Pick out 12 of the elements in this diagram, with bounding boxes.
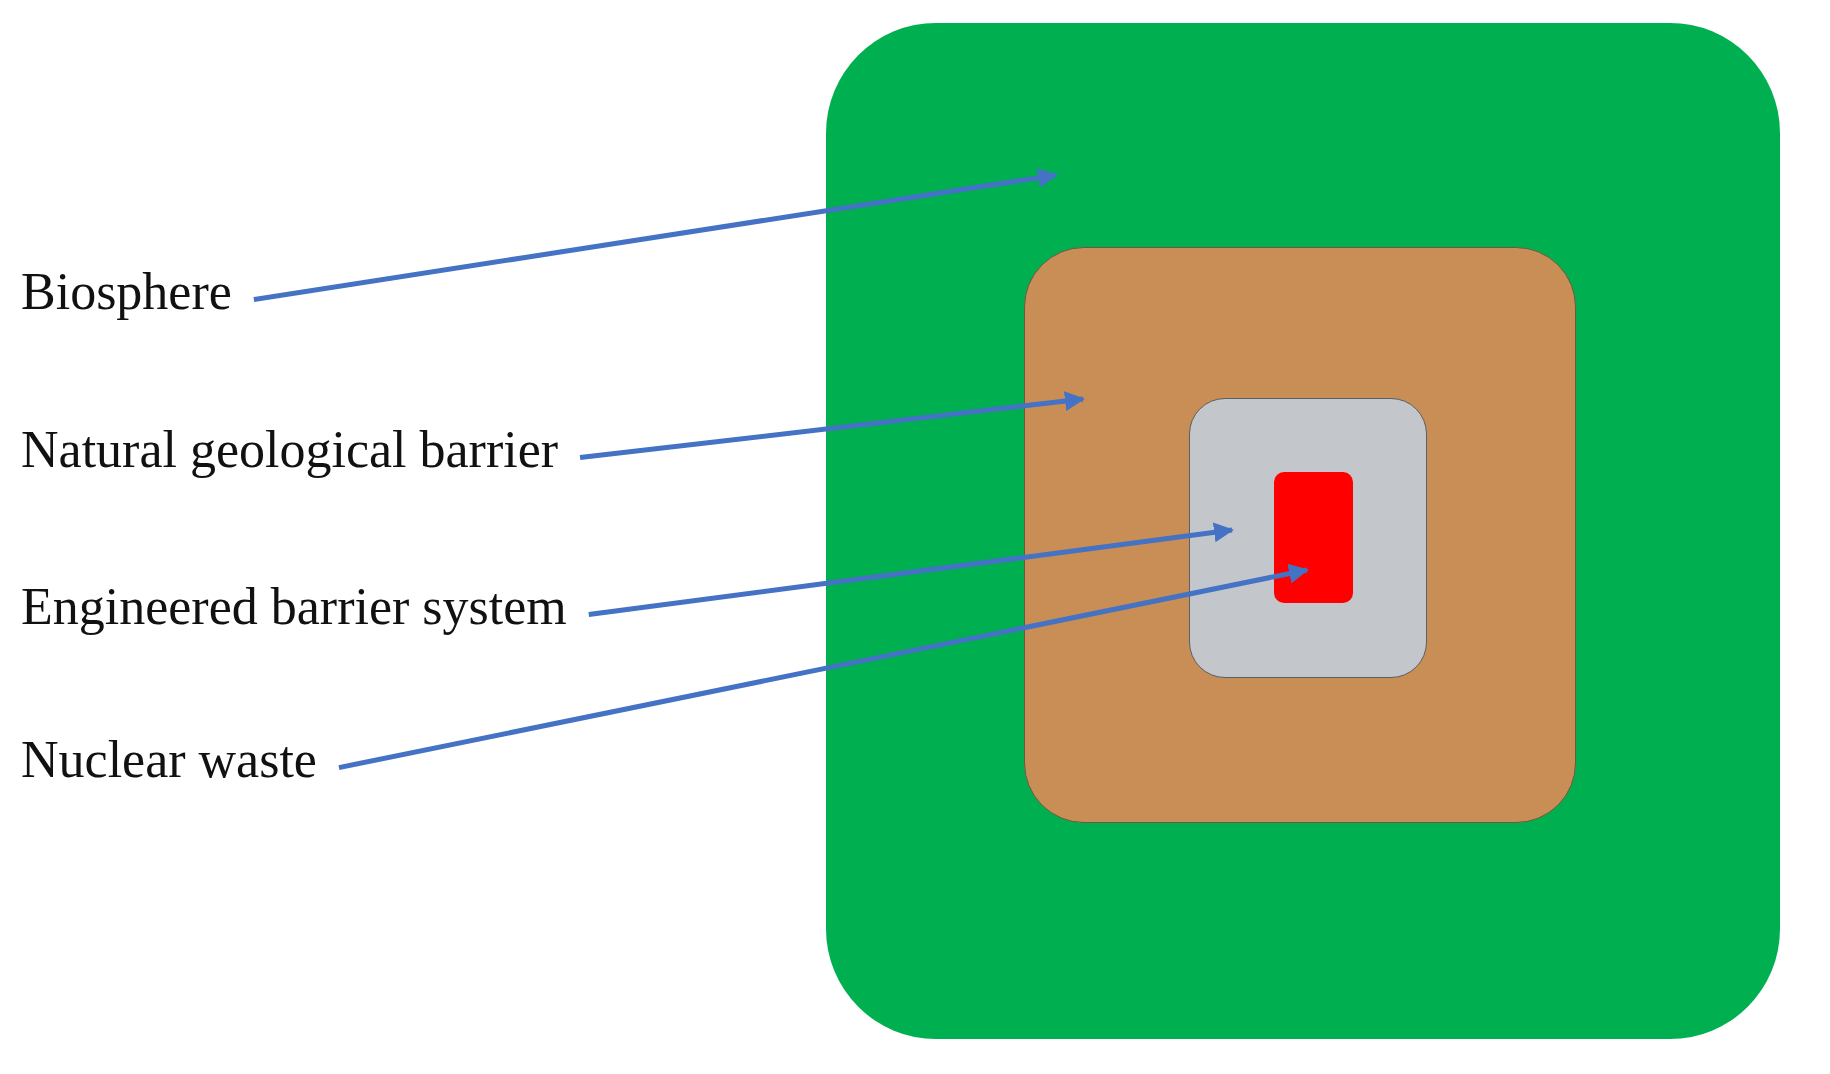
leader-line: [338, 563, 1309, 771]
leader-line: [253, 167, 1058, 303]
layer-label: Natural geological barrier: [21, 421, 559, 479]
engineered-barrier-zone: [1189, 398, 1427, 678]
geological-barrier-zone: [1024, 247, 1576, 823]
leader-line: [579, 391, 1085, 461]
layer-label: Engineered barrier system: [21, 578, 567, 636]
biosphere-zone: [826, 23, 1780, 1039]
leader-line: [588, 522, 1234, 618]
layer-label: Biosphere: [21, 263, 232, 321]
layer-label: Nuclear waste: [21, 731, 317, 789]
nuclear-waste-block: [1274, 472, 1353, 603]
